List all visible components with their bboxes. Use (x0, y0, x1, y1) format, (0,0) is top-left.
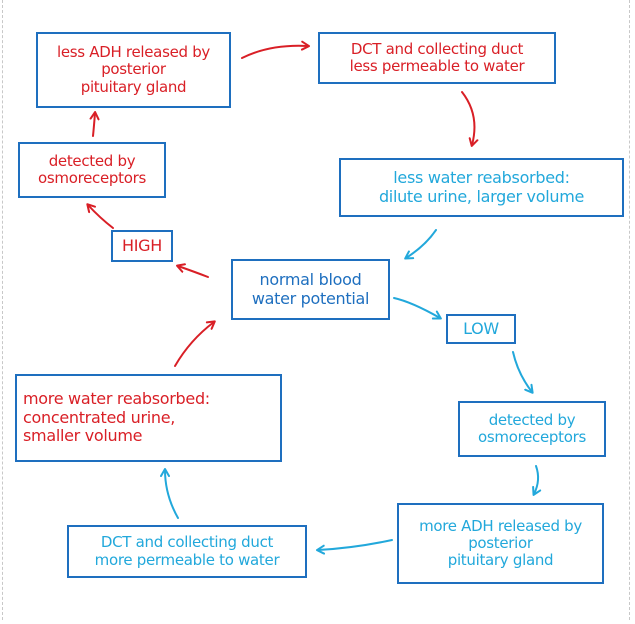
less-adh-box: less ADH released by posterior pituitary… (36, 32, 231, 108)
more-permeable-box: DCT and collecting duct more permeable t… (67, 525, 307, 578)
more-adh-text: more ADH released by posterior pituitary… (419, 516, 582, 570)
less-permeable-box: DCT and collecting duct less permeable t… (318, 32, 556, 84)
high-label: HIGH (122, 235, 162, 255)
less-water-box: less water reabsorbed: dilute urine, lar… (339, 158, 624, 217)
arrow-less-permeable-to-less-water (461, 91, 479, 147)
high-detected-box: detected by osmoreceptors (18, 142, 166, 198)
more-permeable-text: DCT and collecting duct more permeable t… (94, 533, 280, 569)
arrow-less-adh-to-less-permeable (241, 40, 310, 59)
low-detected-box: detected by osmoreceptors (458, 401, 606, 457)
less-water-text: less water reabsorbed: dilute urine, lar… (378, 168, 585, 206)
arrow-less-water-to-normal (404, 229, 437, 260)
arrow-more-adh-to-more-permeable (316, 539, 393, 555)
arrow-more-permeable-to-more-water (160, 468, 179, 519)
more-adh-box: more ADH released by posterior pituitary… (397, 503, 604, 584)
normal-blood-box: normal blood water potential (231, 259, 390, 320)
less-adh-text: less ADH released by posterior pituitary… (56, 43, 211, 96)
arrow-more-water-to-normal (174, 320, 216, 367)
more-water-text: more water reabsorbed: concentrated urin… (23, 389, 210, 446)
low-label-box: LOW (446, 314, 516, 344)
arrow-normal-to-high (176, 263, 209, 278)
high-label-box: HIGH (111, 230, 173, 262)
less-permeable-text: DCT and collecting duct less permeable t… (349, 39, 525, 75)
arrow-high-to-detected (86, 203, 114, 229)
more-water-box: more water reabsorbed: concentrated urin… (15, 374, 282, 462)
arrow-detected-to-less-adh (89, 111, 100, 137)
low-detected-text: detected by osmoreceptors (478, 410, 586, 446)
normal-blood-text: normal blood water potential (251, 270, 370, 308)
arrow-normal-to-low (393, 297, 442, 320)
arrow-low-to-detected (512, 351, 534, 394)
high-detected-text: detected by osmoreceptors (38, 151, 146, 187)
low-label: LOW (463, 318, 499, 338)
arrow-detected-to-more-adh (532, 465, 542, 496)
